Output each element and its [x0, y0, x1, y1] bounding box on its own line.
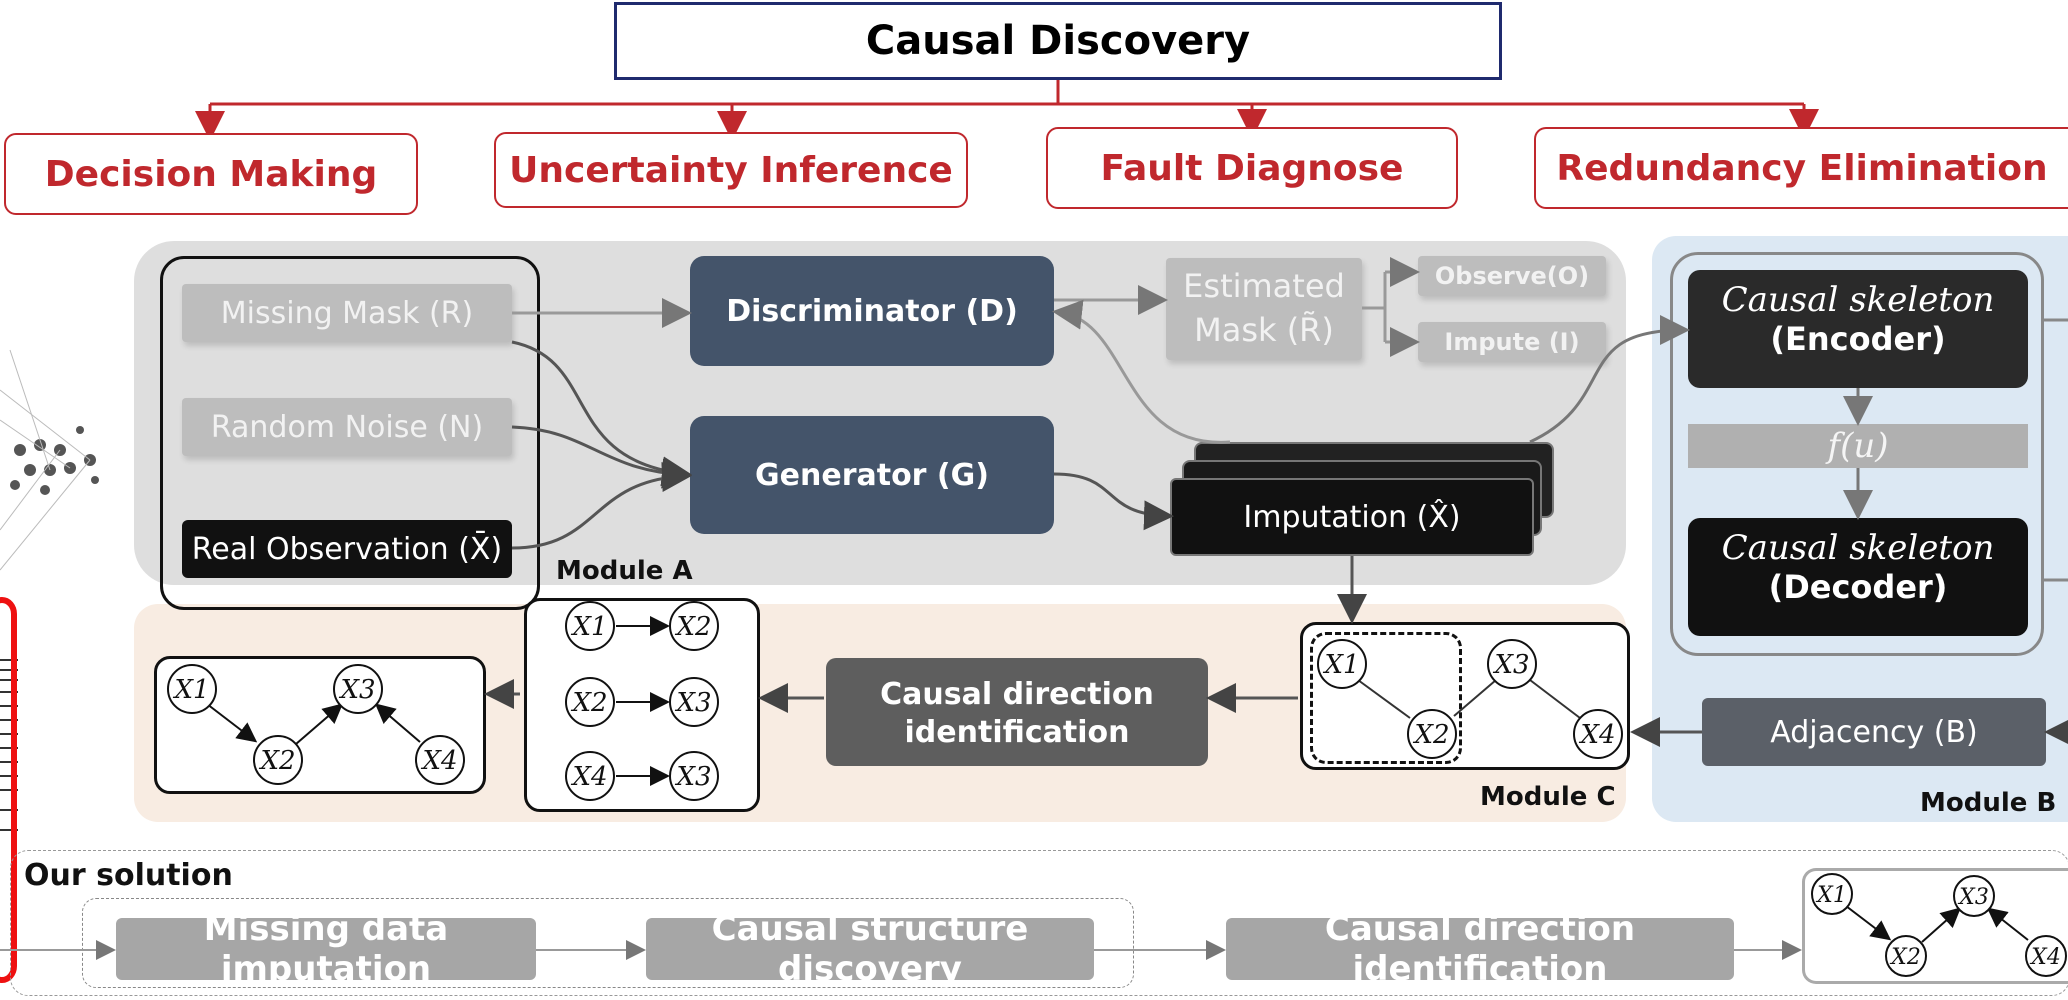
- sol-node-x3: [1953, 875, 1995, 917]
- sol-node-x2: [1885, 935, 1927, 977]
- app-redundancy-elimination: Redundancy Elimination: [1534, 127, 2068, 209]
- skel-label-x3: X3: [1492, 650, 1529, 680]
- pair3-label-x3: X3: [674, 762, 711, 792]
- solution-outline: [10, 850, 2068, 996]
- direction-line1: Causal direction: [880, 677, 1154, 712]
- discriminator-box: Discriminator (D): [690, 256, 1054, 366]
- generator-box: Generator (G): [690, 416, 1054, 534]
- skel-label-x2: X2: [1412, 720, 1449, 750]
- sol-node-x1: [1811, 873, 1853, 915]
- encoder-line1: Causal skeleton: [1721, 280, 1995, 320]
- pair1-label-x1: X1: [570, 612, 607, 642]
- step-missing-data-imputation: Missing data imputation: [116, 909, 536, 989]
- sol-label-x1: X1: [1815, 883, 1847, 908]
- left-network-figure: [0, 349, 99, 983]
- solution-label: Our solution: [24, 858, 233, 893]
- estimated-mask-line2: Mask (R̃): [1194, 311, 1334, 349]
- sol-node-x4: [2025, 935, 2067, 977]
- encoder-box: Causal skeleton (Encoder): [1688, 270, 2028, 388]
- title-connectors: [195, 80, 1819, 140]
- solution-steps-outline: [82, 898, 1134, 988]
- skel-label-x4: X4: [1578, 720, 1615, 750]
- causal-direction-box: Causal direction identification: [826, 658, 1208, 766]
- adjacency-box: Adjacency (B): [1702, 698, 2046, 766]
- dag-label-x1: X1: [172, 675, 209, 705]
- module-b-label: Module B: [1920, 788, 2057, 818]
- pair1-node-x2: [669, 601, 719, 651]
- dag-node-x2: [253, 735, 303, 785]
- step-causal-direction-identification: Causal direction identification: [1226, 909, 1734, 989]
- skel-node-x3: [1487, 639, 1537, 689]
- app-fault-diagnose: Fault Diagnose: [1046, 127, 1458, 209]
- skel-label-x1: X1: [1322, 650, 1359, 680]
- dag-label-x4: X4: [420, 746, 457, 776]
- sol-label-x2: X2: [1889, 945, 1921, 970]
- pair2-node-x2: [565, 677, 615, 727]
- encoder-line2: (Encoder): [1770, 320, 1946, 358]
- module-a-label: Module A: [556, 556, 693, 586]
- pair3-label-x4: X4: [570, 762, 607, 792]
- autoencoder-container: [1670, 252, 2044, 656]
- app-uncertainty-inference: Uncertainty Inference: [494, 132, 968, 208]
- observe-box: Observe(O): [1418, 256, 1606, 296]
- inputs-container: [160, 256, 540, 610]
- dag-node-x4: [415, 735, 465, 785]
- module-c-label: Module C: [1480, 782, 1616, 812]
- fu-box: f(u): [1688, 424, 2028, 468]
- random-noise-box: Random Noise (N): [182, 398, 512, 456]
- estimated-mask-line1: Estimated: [1183, 267, 1345, 305]
- decoder-box: Causal skeleton (Decoder): [1688, 518, 2028, 636]
- pair2-label-x2: X2: [570, 688, 607, 718]
- pair1-node-x1: [565, 601, 615, 651]
- skel-node-x1: [1317, 639, 1367, 689]
- imputation-box: Imputation (X̂): [1170, 478, 1534, 556]
- direction-line2: identification: [904, 715, 1130, 750]
- page-title: Causal Discovery: [614, 2, 1502, 80]
- pair2-node-x3: [669, 677, 719, 727]
- decoder-line1: Causal skeleton: [1721, 528, 1995, 568]
- dag-node-x1: [167, 664, 217, 714]
- skel-node-x4: [1573, 709, 1623, 759]
- pair2-label-x3: X3: [674, 688, 711, 718]
- pair3-node-x4: [565, 751, 615, 801]
- missing-mask-box: Missing Mask (R): [182, 284, 512, 342]
- impute-box: Impute (I): [1418, 322, 1606, 362]
- dag-node-x3: [333, 664, 383, 714]
- pair1-label-x2: X2: [674, 612, 711, 642]
- dag-label-x3: X3: [338, 675, 375, 705]
- dag-label-x2: X2: [258, 746, 295, 776]
- pair3-node-x3: [669, 751, 719, 801]
- real-observation-box: Real Observation (X̄): [182, 520, 512, 578]
- skeleton-pair-highlight: [1310, 632, 1462, 764]
- sol-label-x3: X3: [1957, 885, 1989, 910]
- sol-label-x4: X4: [2029, 945, 2061, 970]
- estimated-mask-box: Estimated Mask (R̃): [1166, 258, 1362, 360]
- app-decision-making: Decision Making: [4, 133, 418, 215]
- decoder-line2: (Decoder): [1768, 568, 1948, 606]
- skel-node-x2: [1407, 709, 1457, 759]
